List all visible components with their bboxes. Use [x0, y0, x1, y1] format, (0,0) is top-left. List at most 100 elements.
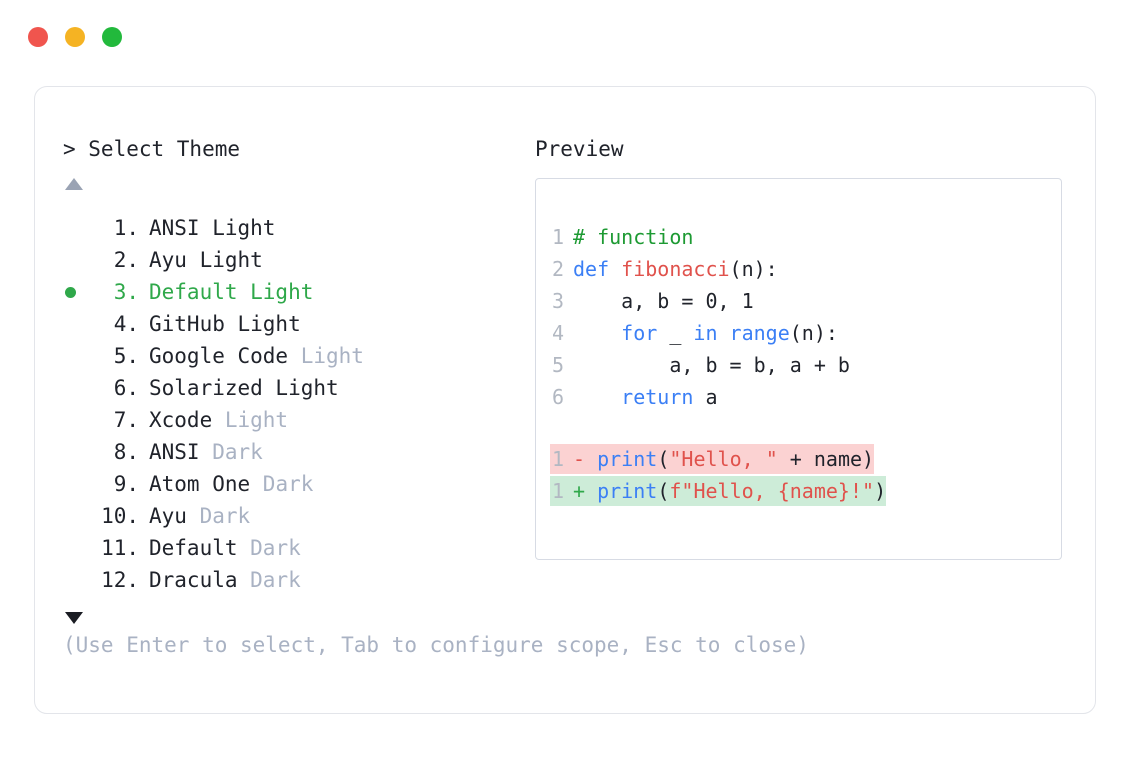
code-token-comment: # function [573, 225, 694, 249]
code-line: 3 a, b = 0, 1 [550, 285, 1061, 317]
diff-sign: - [573, 447, 598, 471]
diff-line-number: 1 [551, 479, 564, 503]
theme-list-item[interactable]: 2. Ayu Light [63, 244, 533, 276]
scroll-up-row[interactable] [63, 178, 533, 200]
preview-title: Preview [535, 137, 624, 161]
theme-list-item[interactable]: 7.Xcode Light [63, 404, 533, 436]
theme-item-label: Default Light [149, 280, 314, 304]
theme-list: 1.ANSI Light 2. Ayu Light 3. Default Light 4.… [63, 212, 533, 596]
theme-list-item[interactable]: 5.Google Code Light [63, 340, 533, 372]
selection-bullet-cell [63, 564, 95, 596]
theme-item-variant-label: Dark [250, 568, 301, 592]
theme-list-item[interactable]: 3. Default Light [63, 276, 533, 308]
selection-bullet-cell [63, 500, 95, 532]
selection-bullet-cell [63, 436, 95, 468]
theme-item-label: Solarized Light [149, 376, 339, 400]
theme-item-variant-label: Dark [250, 536, 301, 560]
keyboard-hint: (Use Enter to select, Tab to configure s… [63, 633, 809, 657]
theme-item-variant-label: Dark [199, 504, 251, 528]
theme-item-number: 6. [113, 376, 139, 400]
selection-bullet-cell [63, 308, 95, 340]
theme-list-item[interactable]: 12. Dracula Dark [63, 564, 533, 596]
selected-bullet-icon [65, 286, 76, 298]
diff-line-number: 1 [551, 447, 564, 471]
diff-sign: + [573, 479, 598, 503]
selection-bullet-cell [63, 532, 95, 564]
code-token-plain: ( [657, 447, 670, 471]
code-token-plain: (n): [789, 321, 838, 345]
theme-list-item[interactable]: 8. ANSI Dark [63, 436, 533, 468]
selection-bullet-cell [63, 468, 95, 500]
diff-highlight: 1- print("Hello, " + name) [550, 444, 875, 474]
selection-bullet-cell [63, 276, 95, 308]
theme-list-item[interactable]: 10.Ayu Dark [63, 500, 533, 532]
theme-item-number: 11. [101, 536, 139, 560]
code-token-plain: (n): [729, 257, 778, 281]
theme-item-number: 9. [113, 472, 139, 496]
theme-item-variant-label: Light [300, 344, 364, 368]
selection-bullet-cell [63, 340, 95, 372]
code-token-plain: _ [657, 321, 694, 345]
code-token-keyword: print [597, 479, 658, 503]
selection-bullet-cell [63, 404, 95, 436]
code-token-func: fibonacci [621, 257, 730, 281]
triangle-down-icon[interactable] [65, 612, 83, 624]
theme-list-item[interactable]: 6. Solarized Light [63, 372, 533, 404]
diff-block: 1- print("Hello, " + name)1+ print(f"Hel… [550, 443, 1061, 507]
code-token-keyword: def [573, 257, 622, 281]
triangle-up-icon[interactable] [65, 178, 83, 190]
theme-item-label: ANSI Dark [149, 440, 263, 464]
code-token-string: "Hello, " [669, 447, 778, 471]
code-token-plain [573, 385, 621, 409]
theme-item-label: Ayu Light [149, 248, 263, 272]
diff-line-del: 1- print("Hello, " + name) [550, 443, 1061, 475]
theme-item-variant-label: Dark [212, 440, 263, 464]
theme-item-number: 3. [113, 280, 139, 304]
theme-item-number: 12. [101, 568, 139, 592]
scroll-down-row[interactable] [63, 612, 533, 634]
diff-line-add: 1 + print(f"Hello, {name}!") [550, 475, 1061, 507]
code-token-plain: ) [874, 479, 887, 503]
theme-list-item[interactable]: 9. Atom One Dark [63, 468, 533, 500]
code-line: 4 for _ in range(n): [550, 317, 1061, 349]
maximize-dot[interactable] [102, 27, 122, 47]
code-token-plain: a, b = b, a + b [573, 353, 850, 377]
code-line: 6 return a [550, 381, 1061, 413]
theme-list-item[interactable]: 11. Default Dark [63, 532, 533, 564]
code-line-number: 2 [551, 257, 564, 281]
window-titlebar [0, 0, 1129, 74]
theme-item-label: Google Code Light [149, 344, 364, 368]
theme-item-label: Dracula Dark [149, 568, 301, 592]
code-token-string: f"Hello, {name}!" [669, 479, 875, 503]
theme-item-number: 8. [113, 440, 139, 464]
code-token-keyword: in range [693, 321, 790, 345]
code-line: 1 # function [550, 221, 1061, 253]
code-line-number: 3 [551, 289, 564, 313]
code-token-plain: ( [657, 479, 670, 503]
code-token-keyword: for [621, 321, 658, 345]
code-line-number: 5 [551, 353, 564, 377]
theme-item-number: 2. [113, 248, 139, 272]
minimize-dot[interactable] [65, 27, 85, 47]
code-token-plain [573, 321, 621, 345]
code-line: 2 def fibonacci(n): [550, 253, 1061, 285]
theme-item-label: Atom One Dark [149, 472, 314, 496]
code-token-keyword: print [597, 447, 658, 471]
close-dot[interactable] [28, 27, 48, 47]
code-token-plain: a [693, 385, 718, 409]
theme-item-variant-label: Dark [262, 472, 314, 496]
theme-item-number: 7. [113, 408, 139, 432]
theme-item-label: GitHub Light [149, 312, 301, 336]
theme-list-item[interactable]: 1.ANSI Light [63, 212, 533, 244]
theme-list-item[interactable]: 4. GitHub Light [63, 308, 533, 340]
theme-item-label: Ayu Dark [149, 504, 251, 528]
theme-item-label: Default Dark [149, 536, 301, 560]
theme-item-label: ANSI Light [149, 216, 276, 240]
code-line-number: 1 [551, 225, 564, 249]
code-token-plain: + name) [777, 447, 875, 471]
theme-item-number: 4. [113, 312, 139, 336]
